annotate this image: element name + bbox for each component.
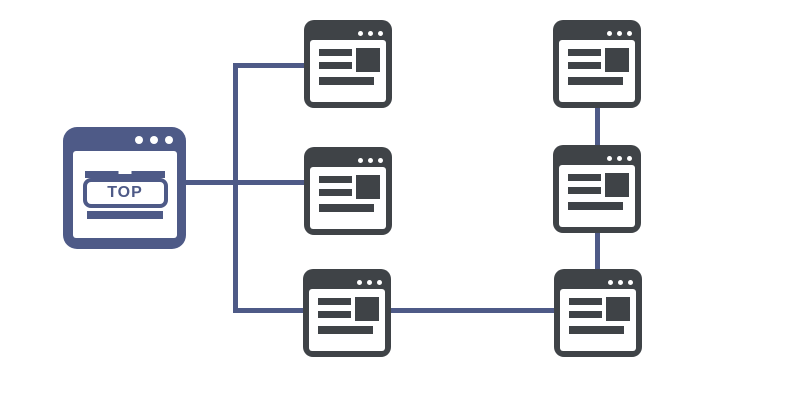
text-line [319,77,374,85]
edge-branch-middle [233,180,308,185]
page-content [309,289,385,351]
window-dot-icon [368,158,373,163]
window-dot-icon [378,31,383,36]
text-line [568,49,601,56]
image-block [356,175,380,199]
edge-root-stub [183,180,238,185]
top-label-board: TOP [82,177,168,208]
top-page-node: TOP [63,127,186,249]
page-content [559,40,635,102]
page-node-bottom-right [554,269,642,357]
text-line [569,298,602,305]
window-dot-icon [358,158,363,163]
window-dot-icon [165,136,173,144]
window-dot-icon [378,158,383,163]
sign-notch [118,170,132,174]
window-dot-icon [617,156,622,161]
window-dot-icon [368,31,373,36]
image-block [355,297,379,321]
window-dot-icon [150,136,158,144]
image-block [606,297,630,321]
window-dots-icon [607,156,632,161]
window-dots-icon [358,158,383,163]
window-dots-icon [608,280,633,285]
window-dot-icon [618,280,623,285]
window-dot-icon [377,280,382,285]
window-dot-icon [608,280,613,285]
text-line [568,62,601,69]
text-line [568,202,623,210]
edge-right-link-1 [595,105,600,148]
text-line [319,204,374,212]
page-node-top-right [553,20,641,108]
text-line [569,326,624,334]
window-dots-icon [357,280,382,285]
window-dot-icon [627,156,632,161]
window-dot-icon [607,156,612,161]
page-node-middle-middle [304,147,392,235]
window-dot-icon [628,280,633,285]
text-line [319,49,352,56]
page-content [310,167,386,229]
page-node-middle-right [553,145,641,233]
image-block [605,173,629,197]
text-line [318,311,351,318]
edge-branch-bottom [233,308,308,313]
window-dot-icon [617,31,622,36]
top-label: TOP [107,183,143,201]
image-block [605,48,629,72]
top-sign: TOP [82,170,168,219]
text-line [569,311,602,318]
text-line [318,326,373,334]
window-dots-icon [358,31,383,36]
text-line [568,174,601,181]
page-content [310,40,386,102]
sign-awning-bar [85,170,165,178]
page-node-top-middle [304,20,392,108]
window-dots-icon [135,136,173,144]
top-page-body: TOP [73,151,177,238]
text-line [319,176,352,183]
window-dot-icon [607,31,612,36]
page-content [559,165,635,227]
page-node-bottom-middle [303,269,391,357]
text-line [568,187,601,194]
window-dot-icon [367,280,372,285]
window-dot-icon [358,31,363,36]
window-dot-icon [627,31,632,36]
text-line [319,62,352,69]
window-dot-icon [357,280,362,285]
text-line [568,77,623,85]
image-block [356,48,380,72]
page-content [560,289,636,351]
text-line [318,298,351,305]
edge-right-link-2 [595,230,600,272]
edge-cross-bottom [389,308,557,313]
edge-trunk [233,63,238,313]
window-dot-icon [135,136,143,144]
edge-branch-top [233,63,308,68]
sign-base-bar [87,210,163,219]
text-line [319,189,352,196]
window-dots-icon [607,31,632,36]
